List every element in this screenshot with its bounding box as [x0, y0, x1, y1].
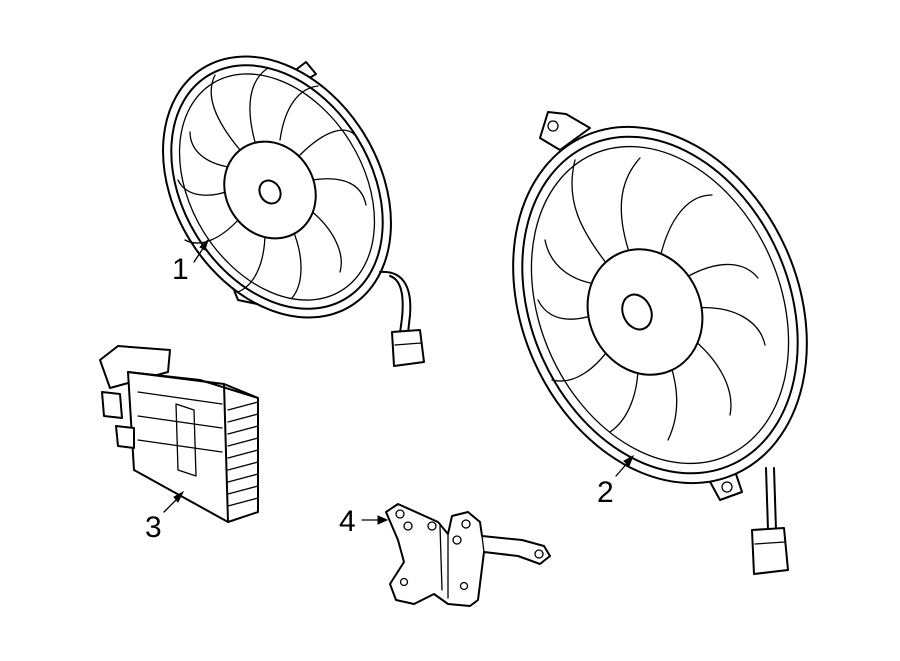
cooling-fan-large [512, 111, 808, 575]
cooling-fan-small [162, 55, 425, 367]
callout-label-3: 3 [145, 511, 162, 544]
callout-label-2: 2 [597, 476, 614, 509]
callout-label-4: 4 [339, 505, 356, 538]
callout-label-1: 1 [172, 253, 189, 286]
leader-lines [163, 238, 634, 525]
mounting-bracket [385, 503, 551, 607]
fan-control-module [99, 345, 259, 523]
